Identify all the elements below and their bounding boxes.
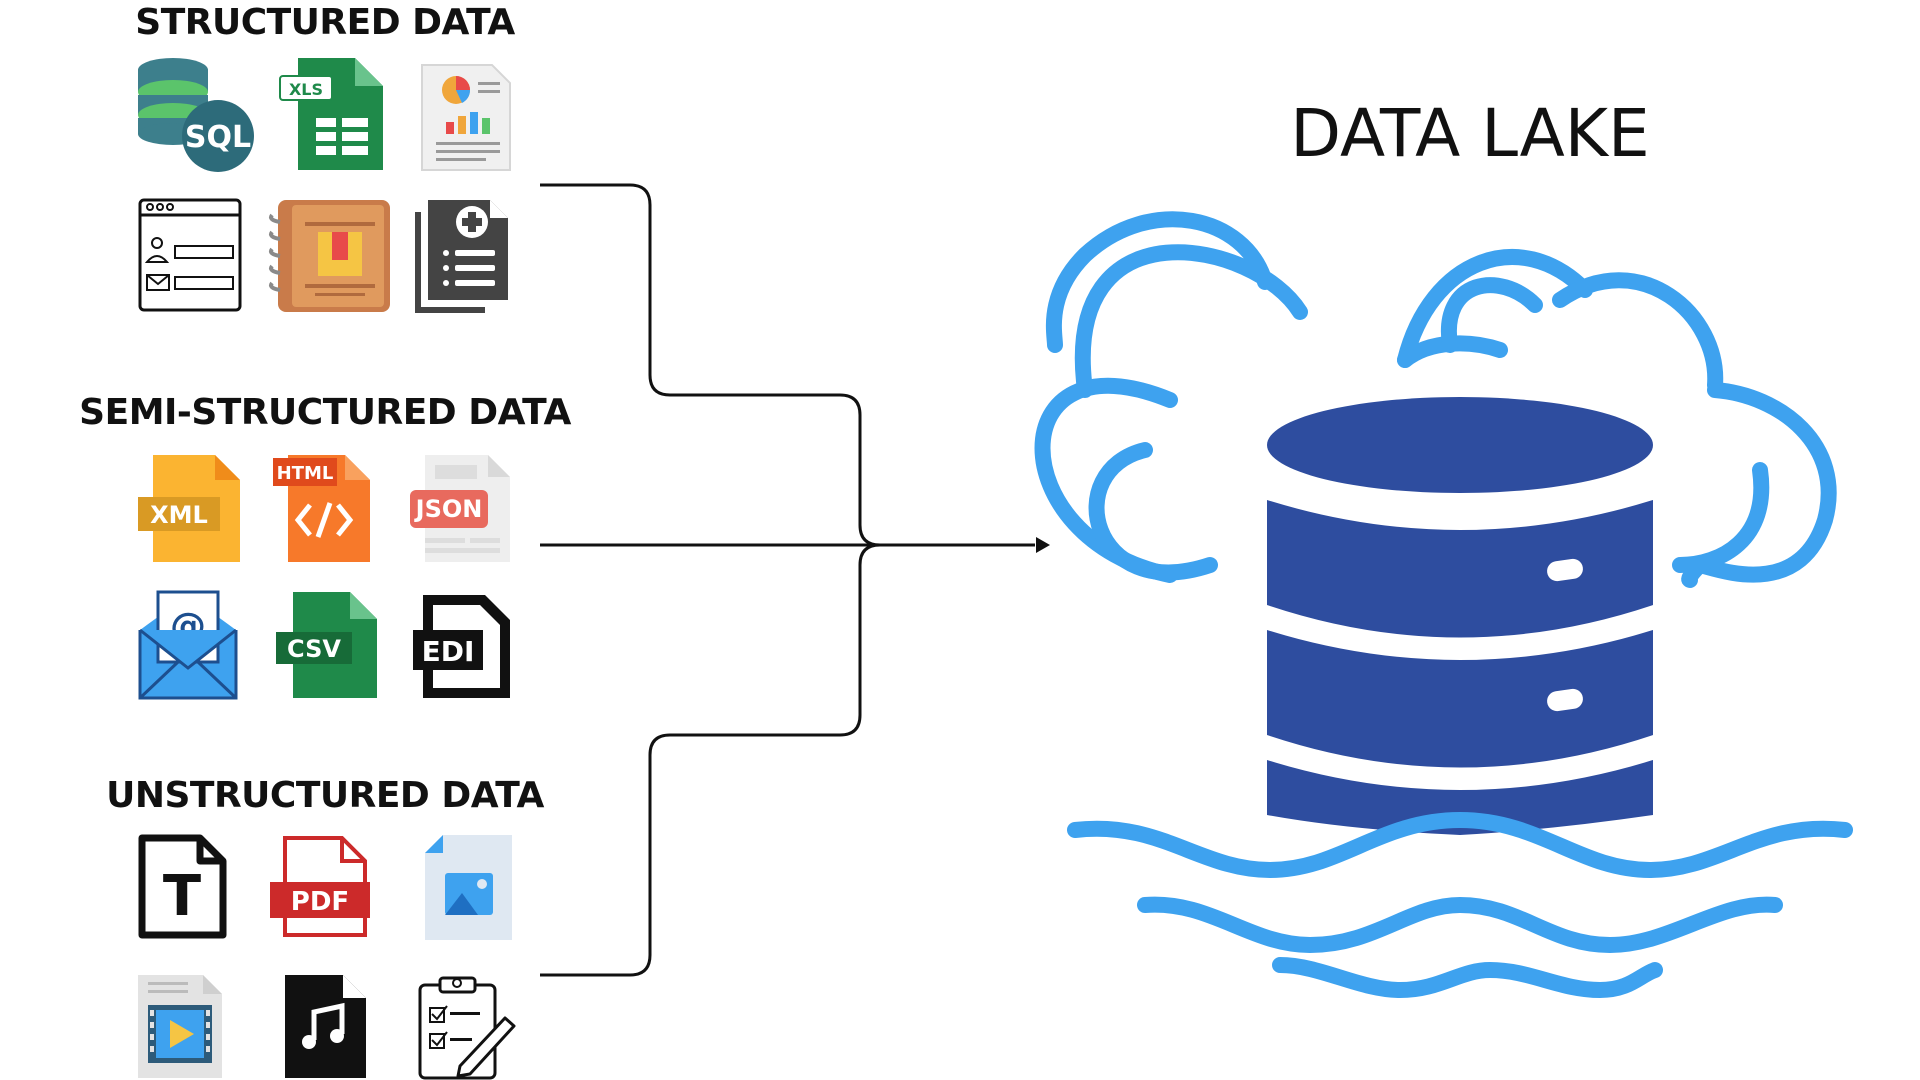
video-file-icon — [138, 975, 222, 1078]
json-file-icon: JSON — [410, 455, 510, 562]
semi-structured-data-title: SEMI-STRUCTURED DATA — [79, 392, 571, 433]
xls-spreadsheet-icon: XLS — [279, 58, 383, 170]
image-file-icon — [425, 835, 512, 940]
sql-database-icon: SQL — [138, 58, 254, 172]
html-file-icon: HTML — [273, 455, 370, 562]
html-label: HTML — [277, 463, 334, 484]
text-file-label: T — [163, 864, 201, 929]
connector-unstructured — [540, 543, 881, 977]
data-lake-title: DATA LAKE — [1290, 95, 1650, 172]
pdf-label: PDF — [291, 887, 349, 917]
csv-file-icon: CSV — [276, 592, 377, 698]
unstructured-data-title: UNSTRUCTURED DATA — [106, 775, 544, 816]
edi-label: EDI — [422, 635, 475, 668]
database-icon — [1267, 397, 1653, 835]
sql-label: SQL — [185, 120, 251, 155]
medical-record-icon — [415, 200, 508, 313]
water-waves-icon — [1067, 811, 1853, 999]
pdf-file-icon: PDF — [270, 836, 370, 937]
checklist-clipboard-icon — [418, 976, 516, 1080]
xls-label: XLS — [289, 80, 323, 99]
connector-lines — [540, 183, 1035, 977]
text-file-icon: T — [138, 834, 227, 939]
cloud-icon — [1034, 211, 1837, 588]
arrow-head — [1036, 537, 1050, 553]
xml-label: XML — [150, 501, 208, 529]
json-label: JSON — [414, 495, 483, 523]
audio-file-icon — [285, 975, 366, 1078]
csv-label: CSV — [287, 635, 341, 663]
xml-file-icon: XML — [138, 455, 240, 562]
edi-file-icon: EDI — [413, 595, 510, 698]
connector-structured — [540, 183, 881, 547]
email-icon: @ — [138, 590, 238, 700]
report-document-icon — [421, 64, 511, 171]
catalog-notebook-icon — [269, 200, 390, 312]
structured-data-title: STRUCTURED DATA — [135, 2, 515, 43]
web-form-icon — [138, 198, 242, 312]
